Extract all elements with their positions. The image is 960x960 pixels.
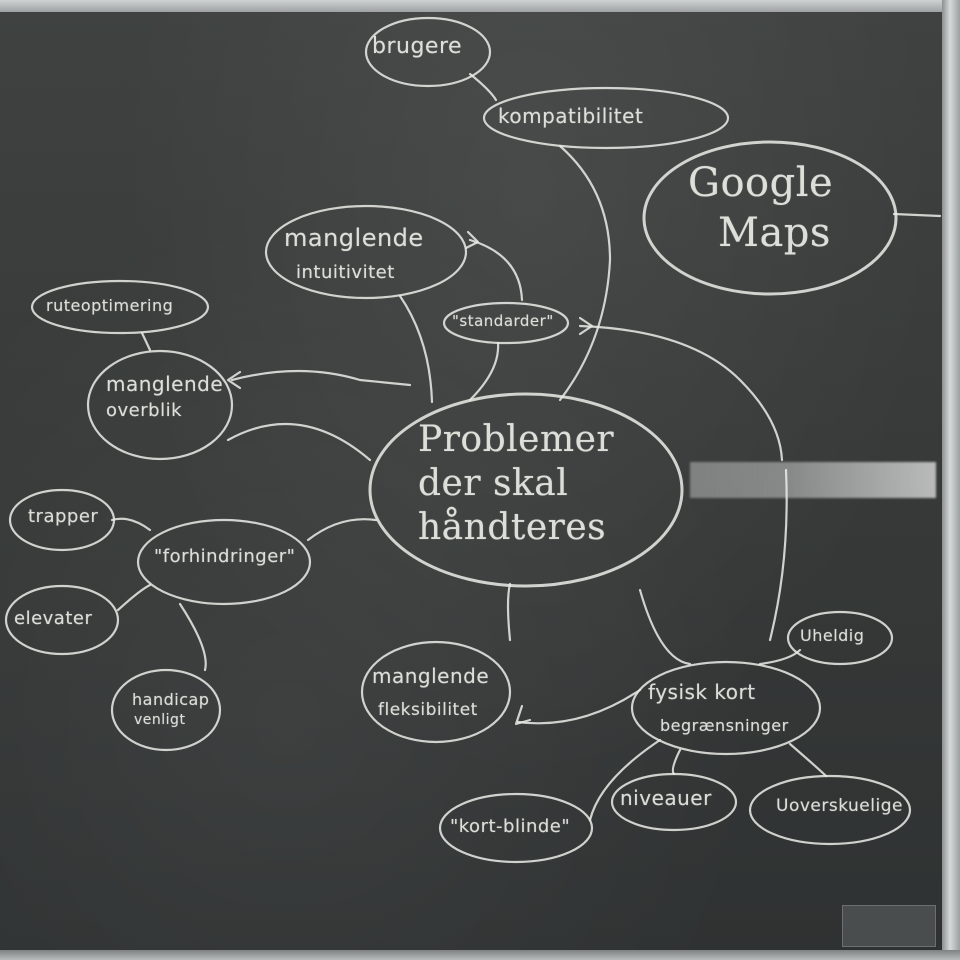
- fysisk-line1: fysisk kort: [648, 680, 756, 704]
- elevater-bubble: [4, 584, 120, 656]
- manglende-fleksibilitet-bubble: [360, 640, 512, 744]
- forhindringer-label: "forhindringer": [154, 546, 296, 567]
- link-overblik: [226, 422, 372, 462]
- kort-blinde-label: "kort-blinde": [450, 816, 571, 837]
- brugere-label: brugere: [372, 34, 463, 59]
- kompatibilitet-label: kompatibilitet: [498, 104, 644, 128]
- board-label-sticker: [842, 905, 936, 947]
- center-line1: Problemer: [418, 419, 615, 460]
- link-standarder: [468, 341, 500, 402]
- link-overblik-arrow: [230, 369, 412, 387]
- uoverskuelige-label: Uoverskuelige: [776, 796, 903, 816]
- board-frame-top: [0, 0, 960, 12]
- arrowhead-fleksibilitet: [514, 704, 532, 726]
- uheldig-label: Uheldig: [800, 626, 865, 645]
- arrowhead-intuitivitet: [464, 230, 480, 250]
- chalk-smear: [690, 462, 936, 498]
- link-fleksibilitet: [506, 582, 512, 642]
- link-fleksibilitet-arrow: [516, 688, 642, 725]
- link-intuitivitet-loop: [468, 238, 524, 302]
- forhindringer-bubble: [136, 518, 312, 606]
- fleksibilitet-line2: fleksibilitet: [378, 700, 478, 720]
- link-uoverskuelige: [788, 742, 828, 778]
- link-elevater: [116, 583, 152, 612]
- uheldig-bubble: [786, 610, 894, 666]
- standarder-bubble: [442, 301, 570, 345]
- overblik-line1: manglende: [106, 372, 224, 396]
- ruteoptimering-label: ruteoptimering: [46, 296, 174, 315]
- ruteoptimering-bubble: [30, 279, 210, 335]
- board-frame-right: [942, 0, 960, 960]
- manglende-overblik-bubble: [86, 349, 234, 461]
- board-frame-bottom: [0, 950, 960, 960]
- maps-label: Maps: [718, 210, 831, 256]
- standarder-label: "standarder": [452, 312, 554, 330]
- google-label: Google: [688, 160, 834, 206]
- center-line3: håndteres: [418, 507, 607, 548]
- link-forhindringer: [306, 518, 378, 542]
- arrowhead-standarder: [578, 316, 594, 336]
- google-maps-bubble: [642, 140, 898, 296]
- link-ruteopt: [140, 331, 152, 352]
- niveauer-label: niveauer: [620, 786, 712, 810]
- handicap-line2: venligt: [134, 712, 186, 728]
- handicap-bubble: [110, 668, 222, 752]
- link-google-maps: [892, 212, 942, 218]
- link-niveauer: [671, 748, 682, 776]
- brugere-bubble: [364, 16, 492, 88]
- manglende-intuitivitet-bubble: [264, 204, 468, 300]
- fleksibilitet-line1: manglende: [372, 664, 490, 688]
- link-fysisk: [638, 588, 692, 666]
- uoverskuelige-bubble: [748, 774, 912, 846]
- center-bubble: [368, 392, 684, 588]
- link-brugere: [468, 72, 498, 102]
- elevater-label: elevater: [14, 608, 93, 629]
- link-uheldig: [758, 648, 802, 666]
- kompatibilitet-bubble: [482, 86, 730, 150]
- link-kort-blinde: [588, 738, 662, 822]
- handicap-line1: handicap: [132, 690, 210, 709]
- link-kompatibilitet: [558, 144, 612, 402]
- fysisk-kort-bubble: [630, 660, 822, 756]
- fysisk-line2: begrænsninger: [660, 716, 789, 735]
- link-trapper: [110, 517, 152, 532]
- link-standarder-right: [578, 324, 784, 462]
- link-intuitivitet: [398, 294, 434, 404]
- kort-blinde-bubble: [438, 792, 594, 864]
- arrowhead-overblik: [226, 370, 242, 390]
- trapper-label: trapper: [28, 506, 99, 527]
- overblik-line2: overblik: [106, 400, 182, 421]
- link-fysisk-right: [768, 468, 788, 642]
- center-line2: der skal: [418, 463, 569, 504]
- intuitivitet-line1: manglende: [284, 224, 424, 252]
- link-handicap: [178, 602, 207, 672]
- intuitivitet-line2: intuitivitet: [296, 262, 395, 283]
